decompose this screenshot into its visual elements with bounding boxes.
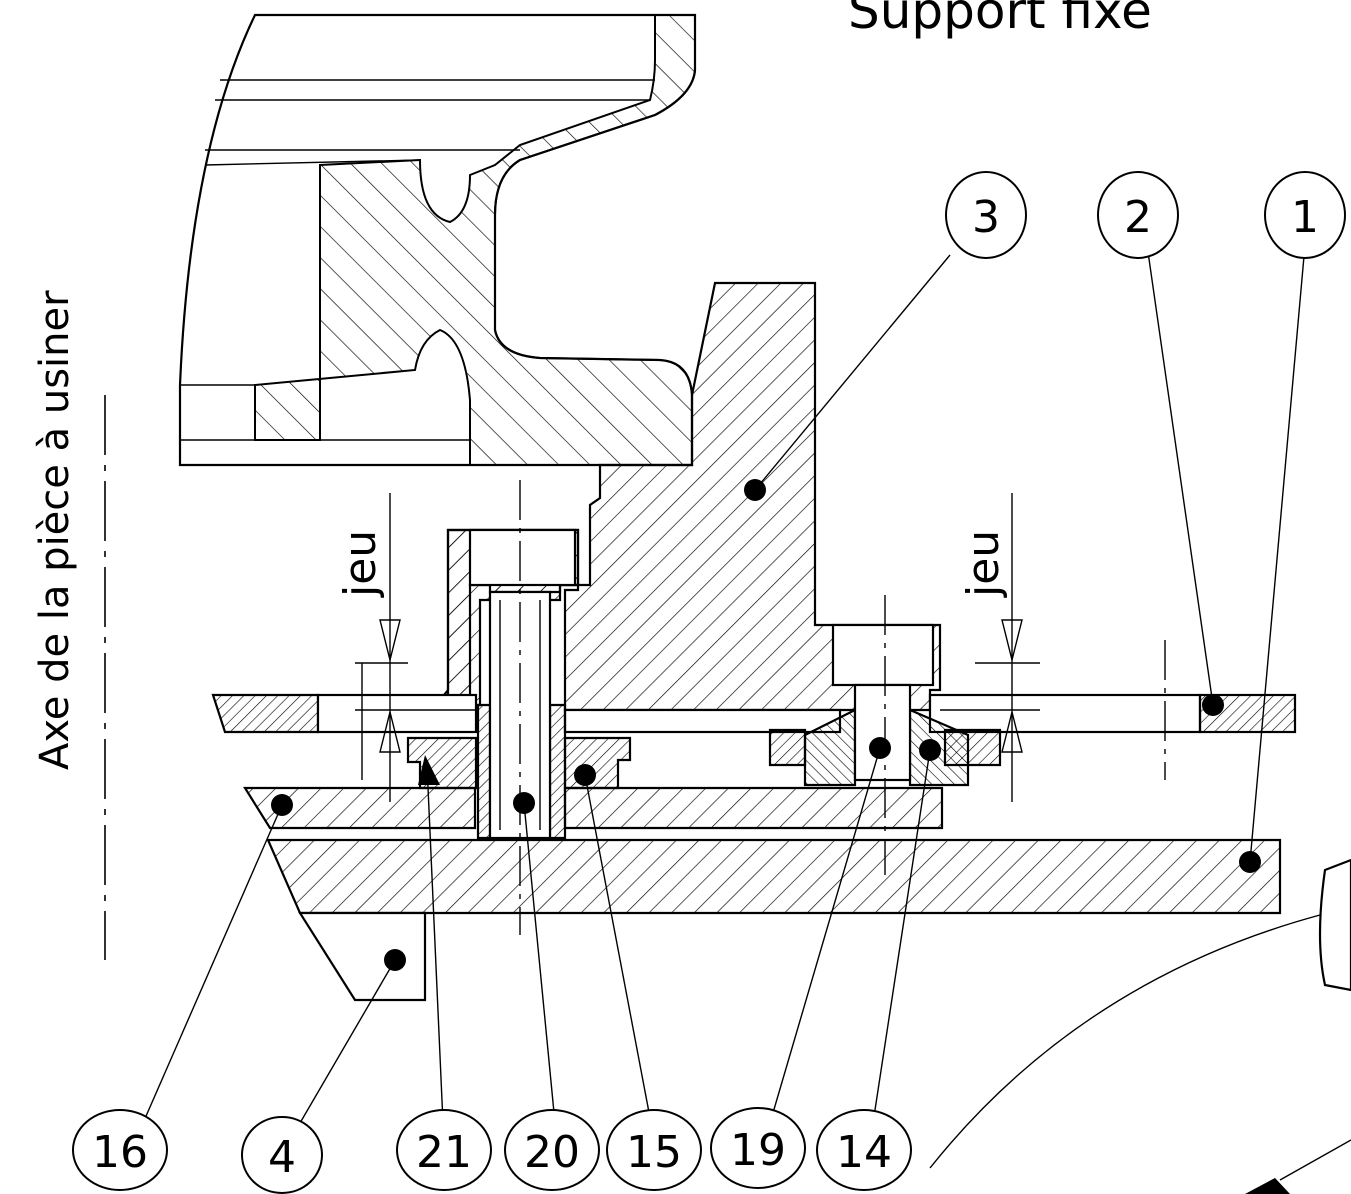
part-14-washers (768, 708, 1002, 787)
part-2-plate (211, 693, 1297, 734)
leader-dots (271, 479, 1261, 971)
svg-text:20: 20 (524, 1127, 580, 1178)
callout-19: 19 (710, 1107, 806, 1189)
callout-4: 4 (241, 1116, 323, 1194)
workpiece (178, 13, 697, 467)
callout-14: 14 (816, 1109, 912, 1191)
svg-text:2: 2 (1124, 192, 1152, 243)
clamp-arm (929, 858, 1351, 1194)
callout-21: 21 (396, 1109, 492, 1191)
leader-lines (142, 244, 1306, 1124)
callout-20: 20 (504, 1109, 600, 1191)
axis-label: Axe de la pièce à usiner (32, 290, 78, 770)
play-dimension-right: jeu (940, 493, 1040, 802)
part-1-base (266, 838, 1282, 915)
part-19-screw (853, 683, 912, 782)
svg-text:14: 14 (836, 1127, 892, 1178)
screw-head-right (831, 623, 935, 687)
callout-3: 3 (945, 171, 1027, 259)
svg-text:3: 3 (972, 192, 1000, 243)
part-21-washers (406, 736, 478, 790)
callout-1: 1 (1264, 171, 1346, 259)
part-15-washers (563, 736, 632, 790)
part-4-foot (298, 911, 427, 1002)
callout-16: 16 (72, 1109, 168, 1191)
svg-text:21: 21 (416, 1127, 472, 1178)
drawing-title: Support fixe (848, 0, 1152, 40)
svg-text:1: 1 (1291, 192, 1319, 243)
svg-text:19: 19 (730, 1125, 786, 1176)
play-label-left: jeu (335, 530, 386, 598)
part-16-plate (243, 786, 944, 830)
callout-2: 2 (1097, 171, 1179, 259)
svg-text:15: 15 (626, 1127, 682, 1178)
play-label-right: jeu (958, 530, 1009, 598)
callout-15: 15 (606, 1109, 702, 1191)
screw-head-left (468, 528, 577, 587)
svg-text:16: 16 (92, 1127, 148, 1178)
play-dimension-left: jeu (335, 493, 475, 802)
svg-text:4: 4 (268, 1132, 296, 1183)
